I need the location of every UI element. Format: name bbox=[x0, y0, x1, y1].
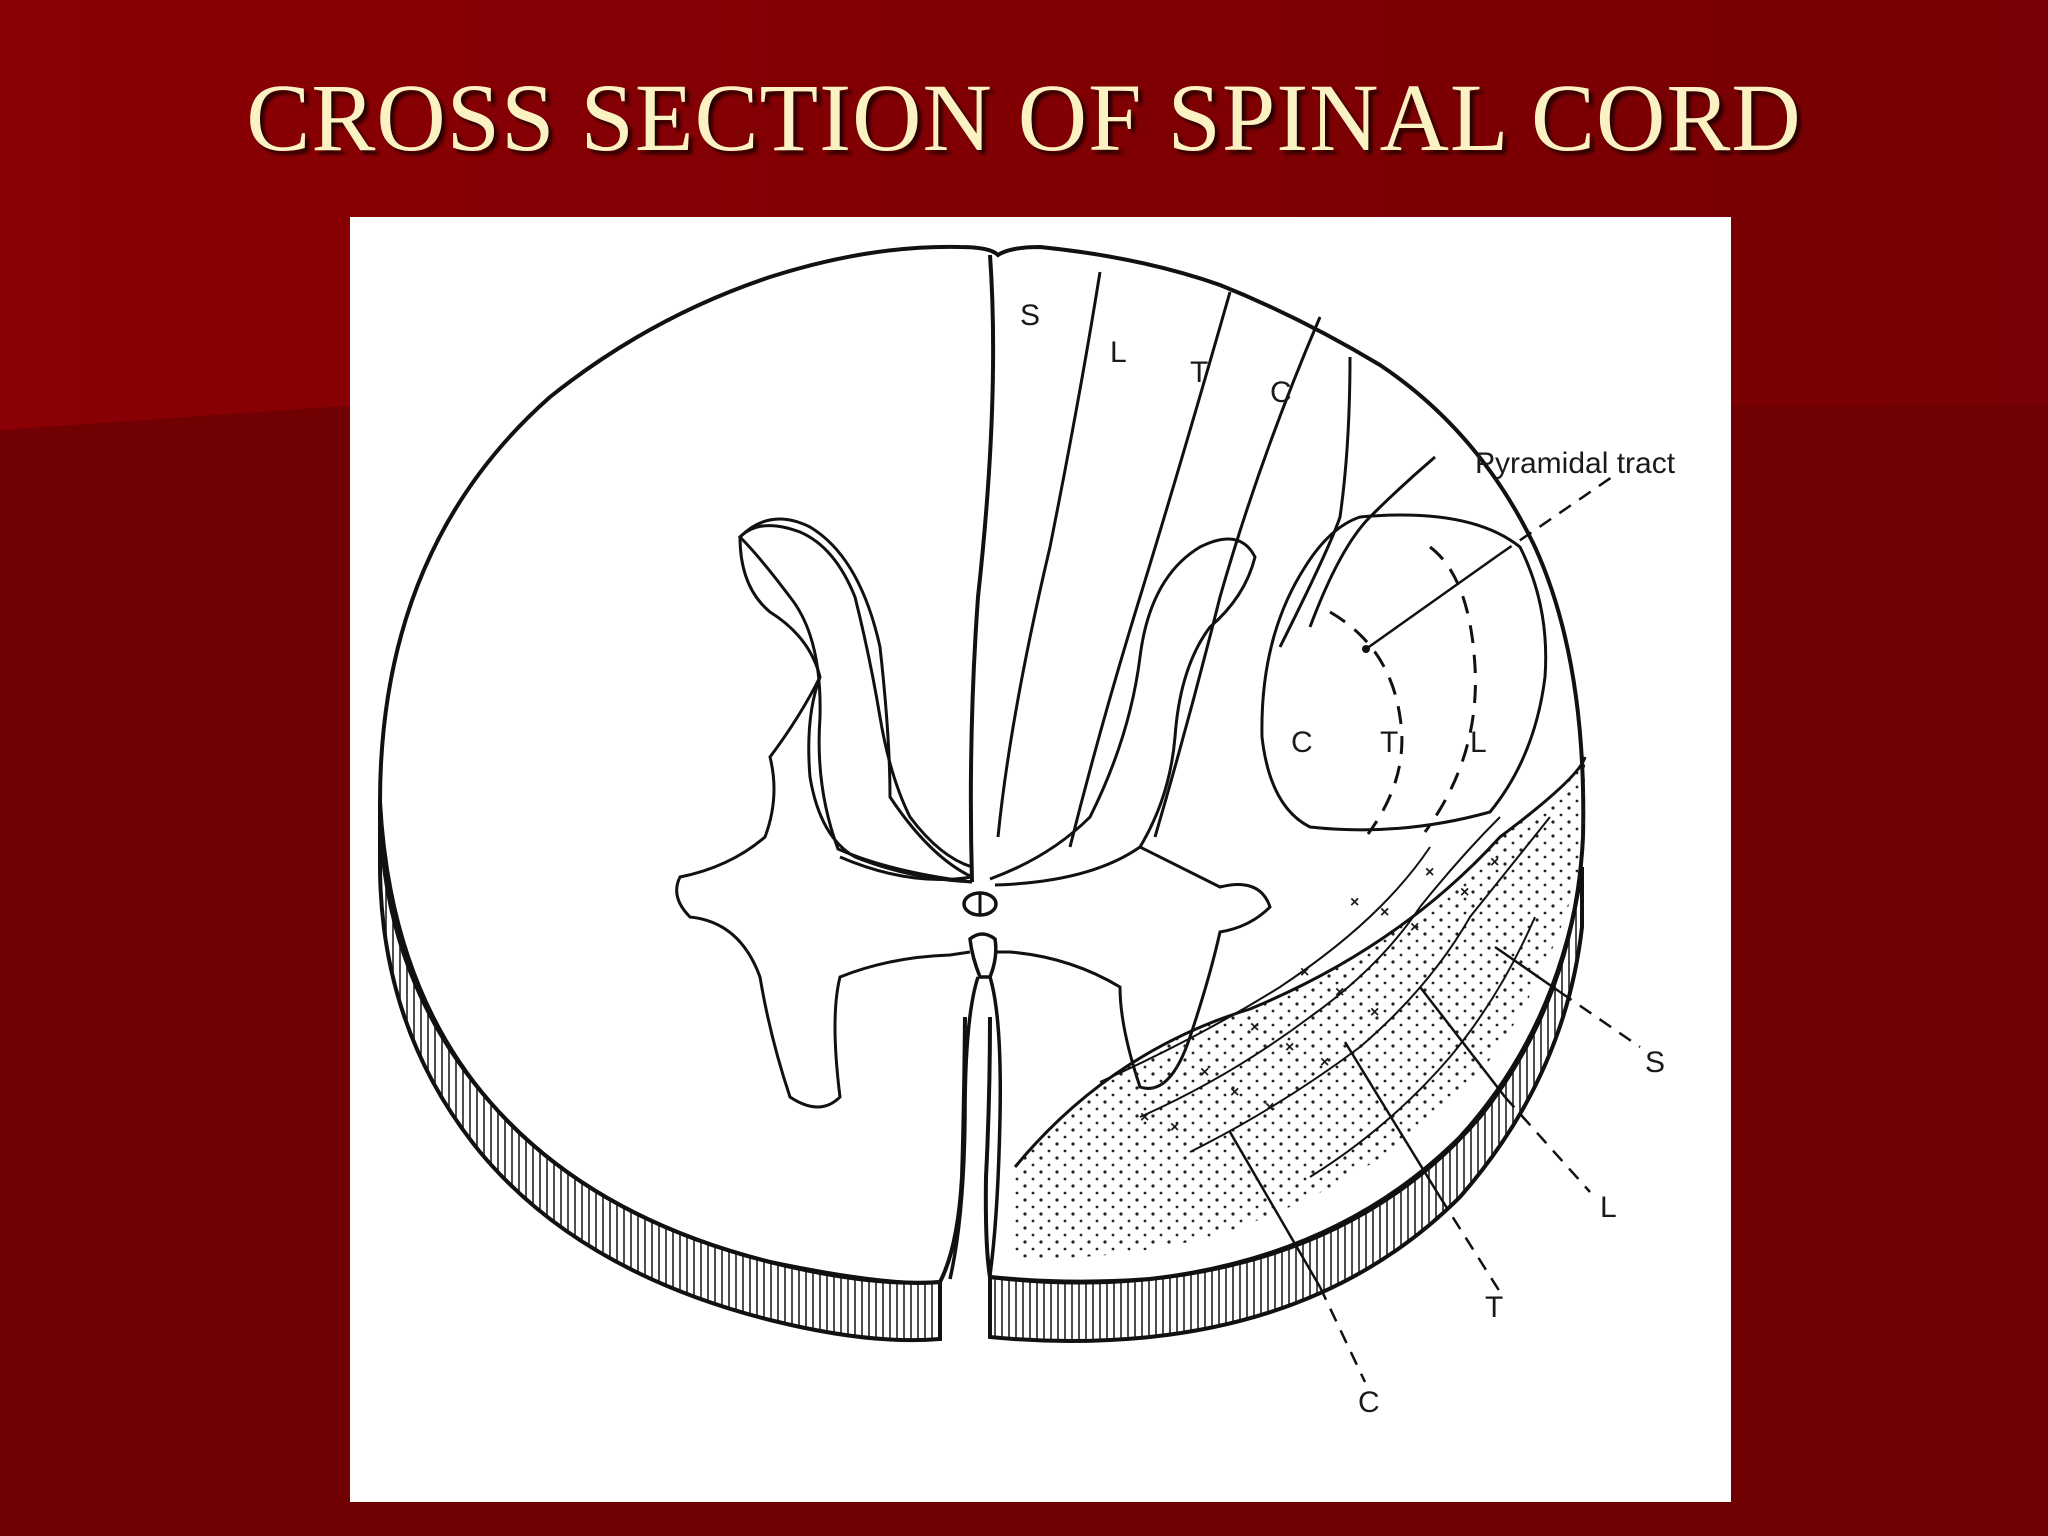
svg-text:×: × bbox=[1140, 1109, 1149, 1126]
dorsal-column-divisions bbox=[996, 271, 1436, 848]
pyramidal-tract-label: Pyramidal tract bbox=[1475, 447, 1676, 480]
slide-title: CROSS SECTION OF SPINAL CORD bbox=[246, 64, 1802, 171]
svg-text:×: × bbox=[1200, 1064, 1209, 1081]
svg-text:×: × bbox=[1410, 919, 1419, 936]
posterior-horn-left bbox=[738, 524, 973, 884]
pyramidal-divider-2 bbox=[1329, 610, 1404, 835]
dorsal-label-s: S bbox=[1020, 299, 1040, 332]
posterior-median-septum bbox=[968, 254, 996, 883]
pyramidal-leader-dot bbox=[1362, 645, 1370, 653]
svg-text:×: × bbox=[1285, 1039, 1294, 1056]
pyramidal-part-l: L bbox=[1470, 726, 1487, 759]
spinothalamic-label-s: S bbox=[1645, 1046, 1665, 1079]
svg-text:×: × bbox=[1335, 984, 1344, 1001]
dorsal-label-c: C bbox=[1270, 376, 1292, 409]
svg-text:×: × bbox=[1490, 854, 1499, 871]
svg-text:×: × bbox=[1265, 1099, 1274, 1116]
anterior-median-fissure bbox=[948, 976, 1003, 1280]
spinal-cord-svg: × × × × × × × × × × × × × × × × × S L T C Pyramidal… bbox=[377, 244, 1676, 1419]
svg-text:×: × bbox=[1230, 1084, 1239, 1101]
pyramidal-part-c: C bbox=[1291, 726, 1313, 759]
anterior-horn-right bbox=[995, 845, 1272, 1090]
spinothalamic-sector bbox=[1013, 756, 1587, 1258]
posterior-horn-right bbox=[989, 537, 1257, 887]
spinal-cord-diagram: × × × × × × × × × × × × × × × × × S L T C Pyramidal… bbox=[350, 217, 1731, 1502]
svg-text:×: × bbox=[1320, 1054, 1329, 1071]
pyramidal-tract-region bbox=[1260, 513, 1548, 832]
spinothalamic-label-t: T bbox=[1485, 1291, 1503, 1324]
spinothalamic-label-l: L bbox=[1600, 1191, 1617, 1224]
svg-text:×: × bbox=[1170, 1119, 1179, 1136]
pyramidal-leader-solid bbox=[1365, 552, 1501, 651]
pyramidal-divider-1 bbox=[1423, 545, 1477, 833]
svg-text:×: × bbox=[1250, 1019, 1259, 1036]
fissure-top bbox=[968, 932, 998, 979]
svg-text:×: × bbox=[1370, 1004, 1379, 1021]
svg-text:×: × bbox=[1300, 964, 1309, 981]
svg-text:×: × bbox=[1350, 894, 1359, 911]
anterior-horn-left bbox=[675, 676, 971, 1109]
cord-outline bbox=[377, 244, 1586, 1285]
dorsal-label-t: T bbox=[1190, 356, 1208, 389]
grey-matter-butterfly bbox=[737, 517, 973, 884]
svg-text:×: × bbox=[1380, 904, 1389, 921]
pyramidal-part-t: T bbox=[1380, 726, 1398, 759]
spinothalamic-leaders bbox=[1228, 945, 1641, 1383]
dorsal-label-l: L bbox=[1110, 336, 1127, 369]
svg-text:×: × bbox=[1460, 884, 1469, 901]
svg-text:×: × bbox=[1425, 864, 1434, 881]
spinothalamic-label-c: C bbox=[1358, 1386, 1380, 1419]
spinothalamic-markers: × × × × × × × × × × × × × × × × × bbox=[1140, 854, 1499, 1136]
